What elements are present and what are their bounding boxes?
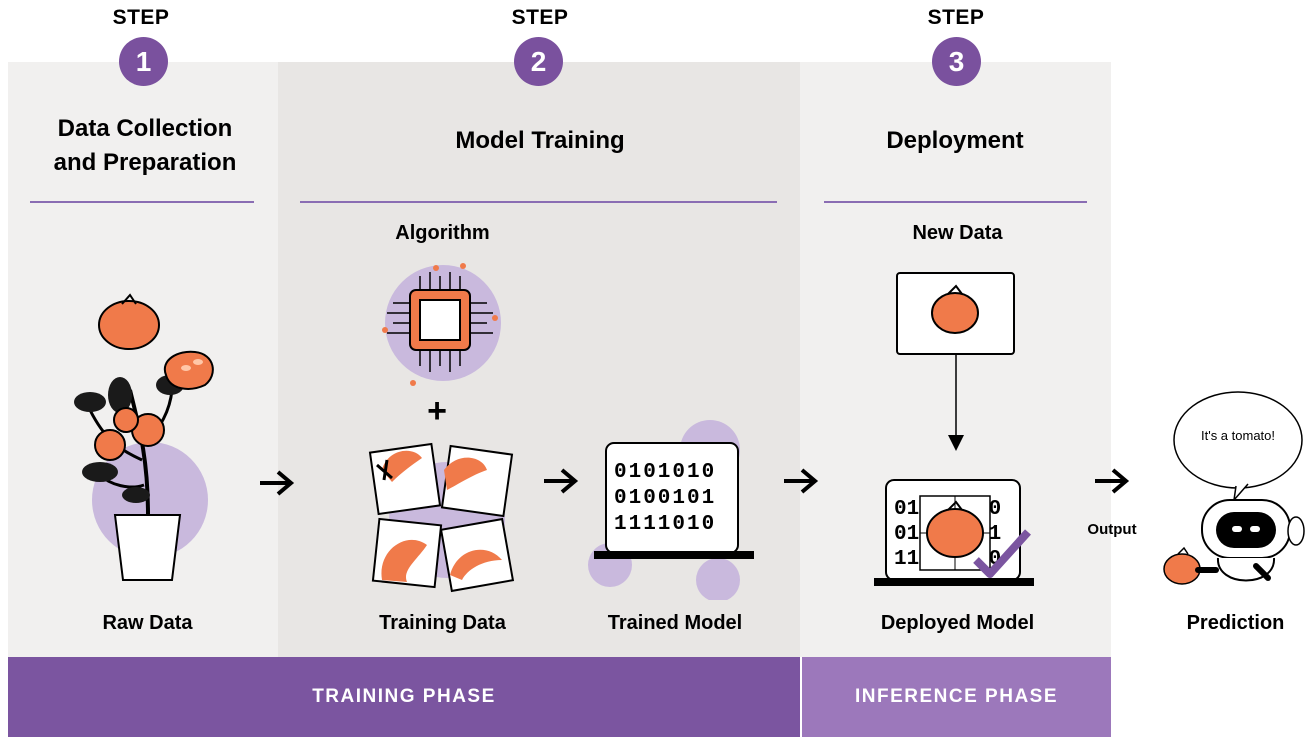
deployed-model-laptop-icon: 01 01 11 10 01 10: [874, 479, 1034, 586]
trained-model-laptop-icon: 0101010 0100101 1111010: [588, 420, 754, 600]
deployed-model-label: Deployed Model: [880, 612, 1035, 634]
binary-row-2: 0100101: [614, 487, 716, 510]
algorithm-label: Algorithm: [395, 222, 490, 244]
step2-title: Model Training: [455, 127, 625, 154]
speech-bubble-text: It's a tomato!: [1200, 428, 1275, 443]
step3-title: Deployment: [886, 127, 1024, 154]
trained-model-label: Trained Model: [607, 612, 743, 634]
deployed-binary-left-3: 11: [894, 548, 919, 571]
new-data-card-icon: [896, 272, 1015, 355]
raw-data-label: Raw Data: [102, 612, 193, 634]
deployed-binary-left-1: 01: [894, 498, 919, 521]
new-data-label: New Data: [912, 222, 1003, 244]
arrow-right-icon: [544, 468, 579, 494]
step1-number: 1: [119, 37, 168, 86]
arrow-right-icon: [260, 470, 295, 496]
step2-number: 2: [514, 37, 563, 86]
training-phase-bar: TRAINING PHASE: [8, 657, 800, 737]
arrow-right-icon: [1095, 468, 1130, 494]
robot-prediction-icon: [1163, 391, 1305, 585]
step3-word: STEP: [927, 6, 985, 29]
algorithm-chip-icon: [382, 263, 501, 386]
step1-word: STEP: [112, 6, 170, 29]
step1-divider: [30, 201, 254, 203]
inference-phase-bar: INFERENCE PHASE: [802, 657, 1111, 737]
inference-phase-label: INFERENCE PHASE: [854, 686, 1059, 707]
deployed-binary-left-2: 01: [894, 523, 919, 546]
step3-divider: [824, 201, 1087, 203]
step1-title-line1: Data Collection: [57, 115, 233, 142]
training-data-label: Training Data: [379, 612, 506, 634]
step2-divider: [300, 201, 777, 203]
plus-sign: +: [427, 392, 447, 430]
arrow-right-icon: [784, 468, 819, 494]
tomato-plant-icon: [74, 293, 214, 581]
output-label: Output: [1087, 521, 1137, 538]
binary-row-3: 1111010: [614, 513, 716, 536]
puzzle-training-data-icon: [368, 442, 515, 593]
training-phase-label: TRAINING PHASE: [312, 686, 496, 707]
step2-word: STEP: [511, 6, 569, 29]
binary-row-1: 0101010: [614, 461, 716, 484]
down-arrow-icon: [948, 355, 964, 451]
step1-title-line2: and Preparation: [53, 149, 237, 176]
prediction-label: Prediction: [1186, 612, 1285, 634]
step1-title: Data Collection and Preparation: [20, 112, 270, 180]
step3-number: 3: [932, 37, 981, 86]
